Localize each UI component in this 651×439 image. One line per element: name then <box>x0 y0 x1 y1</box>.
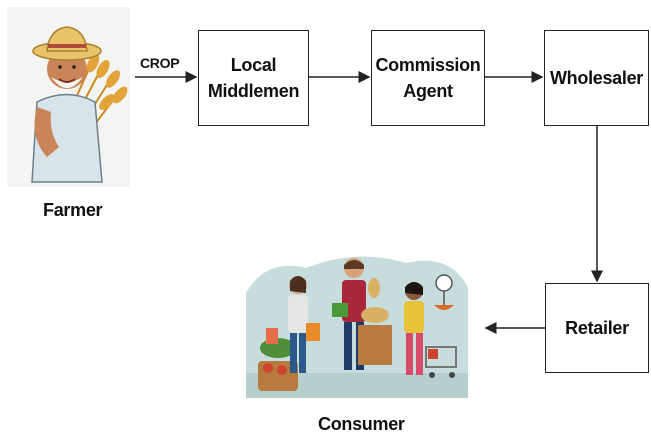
commission-agent-box: Commission Agent <box>371 30 485 126</box>
retailer-label: Retailer <box>565 318 629 338</box>
crop-label: CROP <box>140 55 180 71</box>
farmer-illustration <box>7 7 130 187</box>
local-middlemen-box: Local Middlemen <box>198 30 309 126</box>
wholesaler-label: Wholesaler <box>549 68 644 88</box>
farmer-label: Farmer <box>43 200 103 220</box>
consumer-label: Consumer <box>318 414 405 434</box>
retailer-box: Retailer <box>545 283 649 373</box>
commission-agent-label: Commission Agent <box>375 55 481 101</box>
wholesaler-box: Wholesaler <box>544 30 649 126</box>
local-middlemen-label: Local Middlemen <box>207 55 300 101</box>
consumer-illustration <box>236 243 478 406</box>
